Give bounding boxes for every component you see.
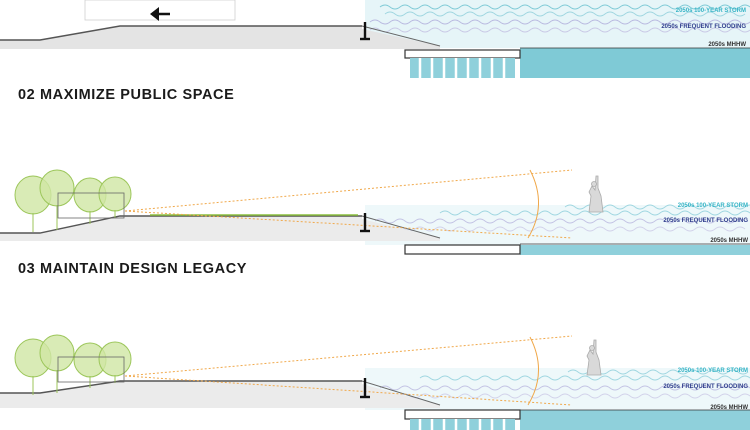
label-mhhw: 2050s MHHW [710,238,748,244]
left-arrow-icon [150,7,170,21]
storm-wave-line [439,210,750,216]
label-100-year-storm: 2050s 100-YEAR STORM [676,8,746,14]
ground-fill [0,216,440,241]
section-02: 2050s 100-YEAR STORM 2050s FREQUENT FLOO… [0,169,750,255]
ground-fill [0,381,440,408]
harbor-water [520,48,750,78]
section-01: 2050s 100-YEAR STORM 2050s FREQUENT FLOO… [0,0,750,78]
bollard-icon [360,22,370,41]
flood-wave-line [379,393,750,399]
tree-icon [14,169,132,232]
label-100-year-storm: 2050s 100-YEAR STORM [678,203,748,209]
flood-wave-line [369,27,750,33]
flood-wave-line [374,226,746,232]
statue-of-liberty-icon [588,175,604,213]
pier-platform [404,244,521,255]
bollard-icon [360,213,370,233]
ground-fill [0,26,440,49]
building-outline [57,356,125,383]
pier-platform [404,409,521,430]
label-100-year-storm: 2050s 100-YEAR STORM [678,368,748,374]
flood-wave-line [379,385,750,391]
bollard-icon [360,378,370,399]
tree-icon [14,334,132,395]
slope-line [361,25,441,47]
pier-platform [404,49,521,78]
label-frequent-flooding: 2050s FREQUENT FLOODING [661,24,746,30]
slope-line [361,380,441,406]
building-outline [57,192,125,219]
storm-wave-line [419,375,750,381]
ground-profile [0,25,362,41]
label-frequent-flooding: 2050s FREQUENT FLOODING [663,218,748,224]
sightline [124,335,573,406]
harbor-water [520,410,750,430]
flood-wave-line [374,218,746,224]
storm-wave-line [379,4,750,10]
section-03: 2050s 100-YEAR STORM 2050s FREQUENT FLOO… [0,334,750,430]
statue-of-liberty-icon [586,339,602,376]
ground-profile [0,380,362,394]
section-title-maximize-public-space: 02 MAXIMIZE PUBLIC SPACE [18,87,235,103]
section-title-maintain-design-legacy: 03 MAINTAIN DESIGN LEGACY [18,261,248,277]
label-mhhw: 2050s MHHW [708,42,746,48]
storm-wave-line [384,11,746,17]
label-mhhw: 2050s MHHW [710,405,748,411]
sightline [124,169,573,239]
building-outline [84,0,236,21]
label-frequent-flooding: 2050s FREQUENT FLOODING [663,384,748,390]
harbor-water [520,245,750,255]
flood-wave-line [369,19,750,25]
ground-profile [0,215,362,234]
slope-line [361,215,441,239]
